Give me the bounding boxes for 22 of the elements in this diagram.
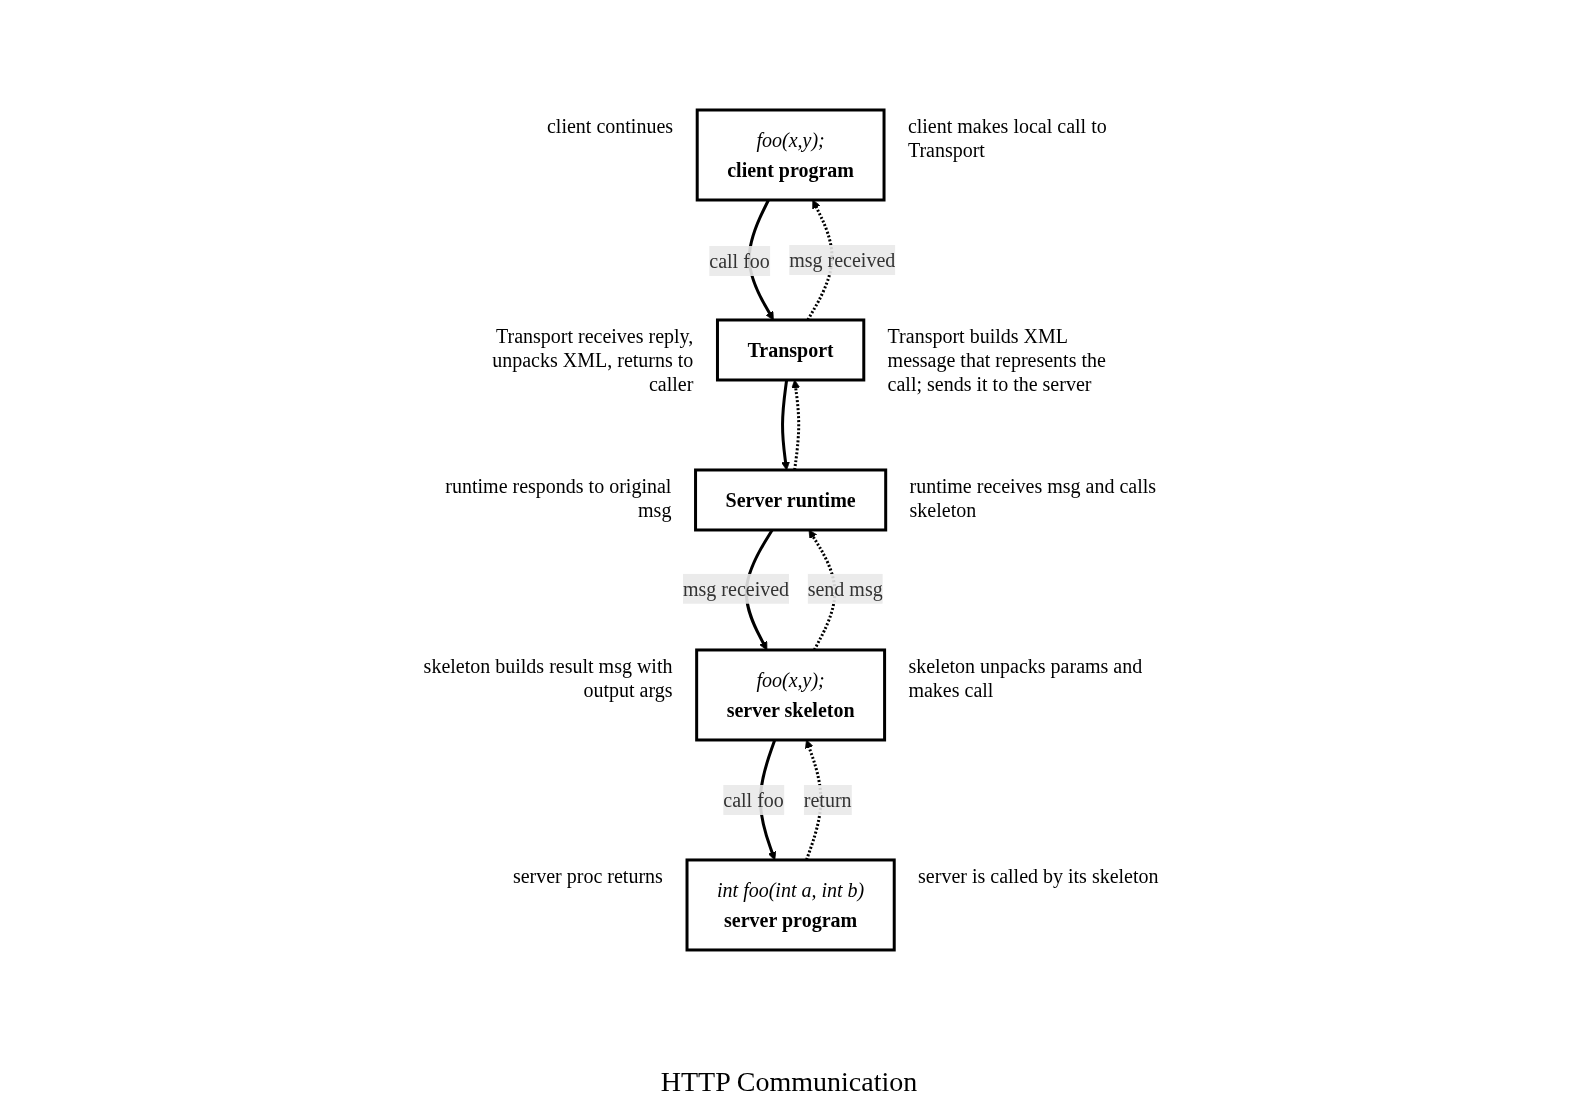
- node-box: foo(x,y); server skeleton: [695, 648, 886, 742]
- edge-label: send msg: [807, 577, 883, 600]
- annotation-text: client makes local call to Transport: [907, 114, 1108, 162]
- edge-label: msg received: [682, 577, 789, 600]
- edge-label: return: [803, 788, 852, 811]
- note-text: HTTP Communication: [660, 1066, 918, 1098]
- edge-label: call foo: [709, 250, 770, 273]
- edge-label: msg received: [789, 249, 896, 272]
- edge-label: call foo: [723, 788, 784, 811]
- node-box: Transport: [715, 318, 866, 382]
- node-box: int foo(int a, int b) server program: [685, 858, 896, 952]
- annotation-text: server proc returns: [511, 864, 663, 888]
- annotation-text: Transport builds XML message that represents the call; sends it to the server: [887, 324, 1107, 396]
- annotation-text: runtime responds to original msg: [444, 474, 672, 522]
- annotation-text: runtime receives msg and calls skeleton: [909, 474, 1158, 522]
- annotation-text: skeleton unpacks params and makes call: [908, 654, 1144, 702]
- node-box: foo(x,y); client program: [695, 108, 886, 202]
- annotation-text: Transport receives reply, unpacks XML, returns to caller: [491, 324, 694, 396]
- node-box: Server runtime: [693, 468, 888, 532]
- annotation-text: server is called by its skeleton: [918, 864, 1160, 888]
- annotation-text: skeleton builds result msg with output args: [422, 654, 673, 702]
- annotation-text: client continues: [545, 114, 674, 138]
